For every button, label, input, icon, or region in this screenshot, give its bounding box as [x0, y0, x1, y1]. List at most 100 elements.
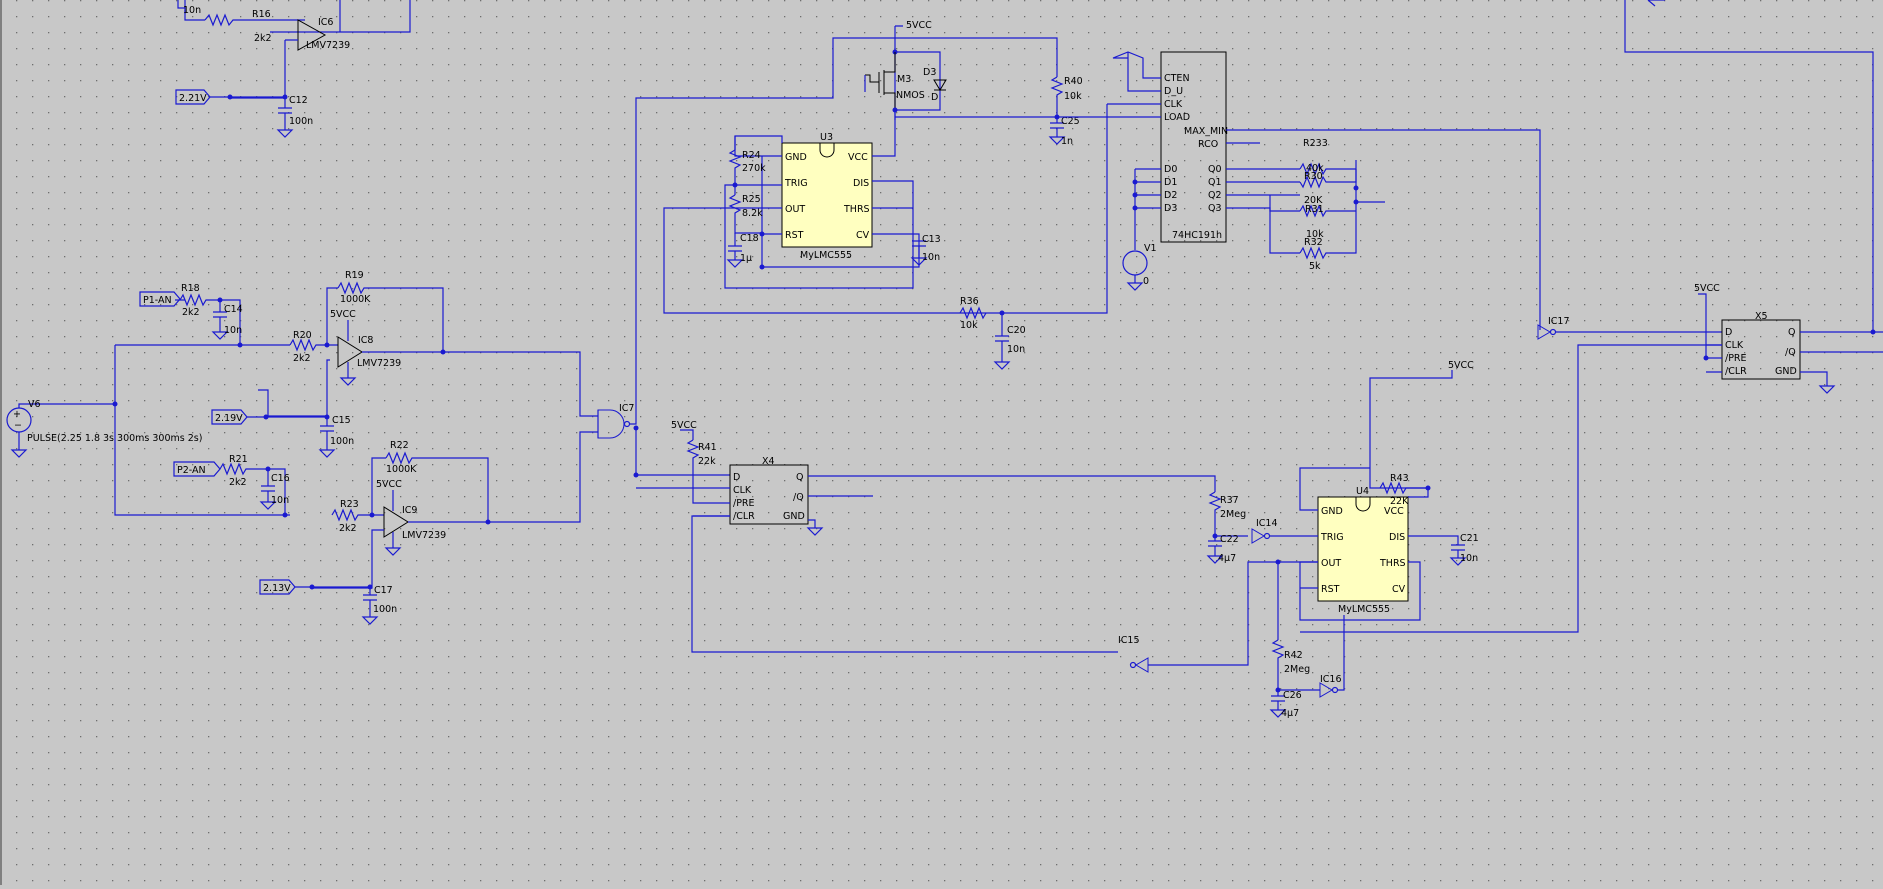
x4-chip[interactable]	[729, 464, 809, 525]
x5-pin-pre: /PRE	[1725, 353, 1747, 364]
ic9-supply: 5VCC	[376, 479, 402, 490]
cnt-pin-q1: Q1	[1208, 177, 1222, 188]
ic7-gate[interactable]: IC7	[597, 37, 1058, 478]
ic9-ref: IC9	[402, 505, 417, 516]
c26-ref: C26	[1283, 690, 1302, 701]
r19-value: 1000K	[340, 294, 371, 305]
x5-pin-nq: /Q	[1785, 347, 1796, 358]
flag-p2: P2-AN	[177, 465, 206, 476]
u4-pin-thrs: THRS	[1379, 558, 1406, 569]
ff-x4[interactable]: X4 D CLK /PRE /CLR Q /Q GND 5VCC R41 22k	[636, 420, 1216, 653]
cnt-pin-q0: Q0	[1208, 164, 1222, 175]
cnt-pin-load: LOAD	[1164, 112, 1190, 123]
r36-value: 10k	[960, 320, 978, 331]
u3-ref: U3	[820, 132, 833, 143]
c22-ref: C22	[1220, 534, 1239, 545]
ff-x5-block[interactable]: IC17 X5 D CLK /PRE /CLR Q /Q GND 5VCC	[1300, 0, 1883, 633]
vcc-flag-u4: 5VCC	[1448, 360, 1474, 371]
r40-ref: R40	[1064, 76, 1083, 87]
flag-221v: 2.21V	[179, 93, 207, 104]
r16-ref: R16	[252, 9, 271, 20]
v6-source[interactable]: + − V6 PULSE(2.25 1.8 3s 300ms 300ms 2s)	[6, 399, 202, 458]
counter-chip[interactable]	[1160, 51, 1227, 243]
counter-74hc191[interactable]: CTEN D_U CLK LOAD D0 D1 D2 D3 MAX_MIN RC…	[1057, 51, 1541, 330]
c14-value: 10n	[224, 325, 242, 336]
ic14-ref: IC14	[1256, 518, 1278, 529]
counter-ref: 74HC191h	[1172, 230, 1222, 241]
r42-value: 2Meg	[1284, 664, 1310, 675]
m3-ref: M3	[897, 74, 911, 85]
r42-ref: R42	[1284, 650, 1303, 661]
v6-spec: PULSE(2.25 1.8 3s 300ms 300ms 2s)	[27, 433, 202, 444]
x5-pin-clr: /CLR	[1725, 366, 1747, 377]
c16-ref: C16	[271, 473, 290, 484]
x5-chip[interactable]	[1721, 319, 1801, 380]
c15-ref: C15	[332, 415, 351, 426]
r19-ref: R19	[345, 270, 364, 281]
ic8-ref: IC8	[358, 335, 373, 346]
cnt-pin-q3: Q3	[1208, 203, 1222, 214]
c13-value: 10n	[922, 252, 940, 263]
r20-value: 2k2	[293, 353, 311, 364]
mosfet-diode[interactable]: 5VCC M3 NMOS D3 D R40 10k C25 1n	[864, 20, 1083, 147]
x4-pin-q: Q	[796, 472, 803, 483]
m3-model: NMOS	[896, 90, 925, 101]
ic16-ref: IC16	[1320, 674, 1342, 685]
r22-value: 1000K	[386, 464, 417, 475]
d3-ref: D3	[923, 67, 936, 78]
r24-value: 270k	[742, 163, 766, 174]
ic15-ref: IC15	[1118, 635, 1140, 646]
c21-value: 10n	[1460, 553, 1478, 564]
r31-value: 10k	[1306, 229, 1324, 240]
u4-chip[interactable]	[1317, 496, 1409, 602]
cnt-pin-maxmin: MAX_MIN	[1184, 126, 1228, 137]
r36-ref: R36	[960, 296, 979, 307]
u3-pin-cv: CV	[856, 230, 870, 241]
u3-pin-gnd: GND	[785, 152, 807, 163]
x4-pin-pre: /PRE	[733, 498, 755, 509]
c26-value: 4µ7	[1281, 708, 1299, 719]
ic8-block[interactable]: P1-AN R18 2k2 C14 10n R20 2k2 R19 1000K …	[114, 270, 598, 516]
cnt-pin-d0: D0	[1164, 164, 1177, 175]
r41-ref: R41	[698, 442, 717, 453]
u3-555-block[interactable]: U3 MyLMC555 GND TRIG OUT RST VCC DIS THR…	[663, 48, 1108, 314]
u4-ref: U4	[1356, 486, 1369, 497]
r36-c20[interactable]: R36 10k C20 10n	[959, 296, 1026, 370]
c18-ref: C18	[740, 233, 759, 244]
cnt-pin-du: D_U	[1164, 86, 1183, 97]
c25-value: 1n	[1061, 136, 1073, 147]
u4-555-block[interactable]: U4 MyLMC555 GND TRIG OUT RST VCC DIS THR…	[1118, 360, 1479, 719]
r37-ref: R37	[1220, 495, 1239, 506]
cnt-pin-d1: D1	[1164, 177, 1177, 188]
r22-ref: R22	[390, 440, 409, 451]
ic9-block[interactable]: P2-AN R21 2k2 C16 10n R23 2k2 R22 1000K …	[173, 431, 598, 625]
u3-pin-thrs: THRS	[843, 204, 870, 215]
r30-ref: R30	[1304, 171, 1323, 182]
r41-value: 22k	[698, 456, 716, 467]
c15-value: 100n	[330, 436, 354, 447]
r30-value: 20K	[1304, 195, 1323, 206]
r31-ref: R31	[1305, 204, 1324, 215]
x4-pin-clr: /CLR	[733, 511, 755, 522]
ic9-model: LMV7239	[402, 530, 446, 541]
r23-ref: R23	[340, 499, 359, 510]
v1-value: 0	[1143, 276, 1149, 287]
x4-pin-gnd: GND	[783, 511, 805, 522]
ic7-ref: IC7	[619, 403, 634, 414]
c12-value: 100n	[289, 116, 313, 127]
c13-ref: C13	[922, 234, 941, 245]
r18-ref: R18	[181, 283, 200, 294]
ic6-block[interactable]: 10n R16 2k2 IC6 LMV7239 2.21V C12 100n	[175, 0, 411, 138]
d3-model: D	[931, 92, 938, 103]
r43-ref: R43	[1390, 473, 1409, 484]
flag-p1: P1-AN	[143, 295, 172, 306]
c14-ref: C14	[224, 304, 243, 315]
r16-value: 2k2	[254, 33, 272, 44]
u3-pin-dis: DIS	[853, 178, 869, 189]
u3-chip[interactable]	[781, 142, 873, 248]
x5-pin-d: D	[1725, 327, 1732, 338]
ic6-ref: IC6	[318, 17, 333, 28]
flag-219v: 2.19V	[215, 413, 243, 424]
